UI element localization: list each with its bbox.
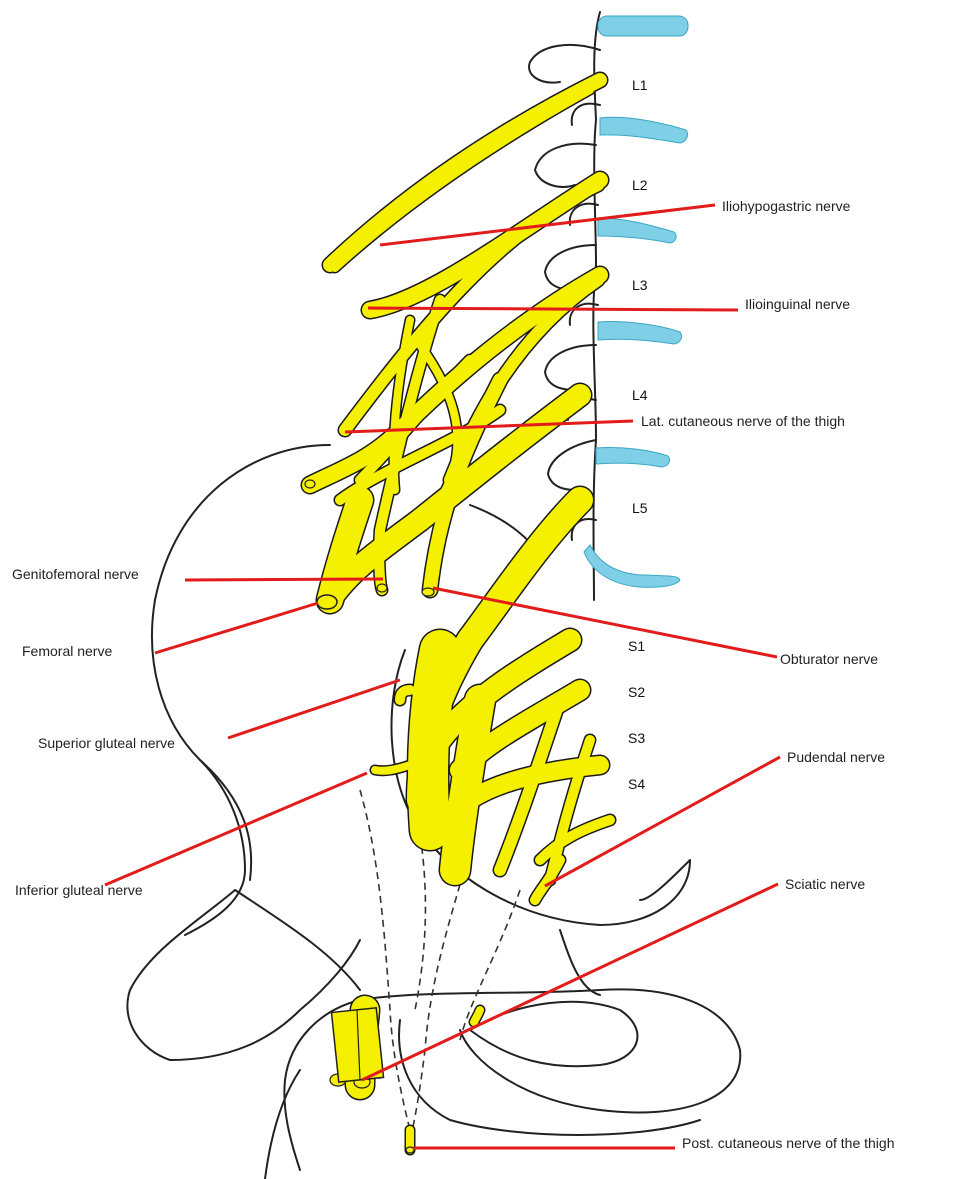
obturator-nerve-end [422, 588, 434, 596]
segment-label-s3: S3 [628, 730, 645, 746]
nerve-sacral-trunk [428, 650, 440, 830]
segment-label-l5: L5 [632, 500, 648, 516]
disc-t12-l1 [598, 16, 688, 36]
segment-label-l3: L3 [632, 277, 648, 293]
nerve-pudendal-lower [474, 1010, 480, 1022]
leader-superior-gluteal [228, 680, 400, 738]
disc-l3-l4 [598, 322, 682, 344]
segment-label-s1: S1 [628, 638, 645, 654]
label-pudendal: Pudendal nerve [787, 749, 885, 765]
segment-labels: L1 L2 L3 L4 L5 S1 S2 S3 S4 [628, 77, 648, 792]
segment-label-s2: S2 [628, 684, 645, 700]
segment-label-l2: L2 [632, 177, 648, 193]
lat-cutaneous-nerve-end [305, 480, 315, 488]
disc-l5-s1 [584, 545, 680, 587]
disc-l4-l5 [596, 447, 670, 467]
segment-label-l4: L4 [632, 387, 648, 403]
femoral-nerve-end [317, 595, 337, 609]
leader-sciatic [362, 884, 778, 1080]
segment-label-s4: S4 [628, 776, 645, 792]
label-superior-gluteal: Superior gluteal nerve [38, 735, 175, 751]
label-sciatic: Sciatic nerve [785, 876, 865, 892]
label-inferior-gluteal: Inferior gluteal nerve [15, 882, 143, 898]
label-femoral: Femoral nerve [22, 643, 112, 659]
leader-inferior-gluteal [105, 773, 367, 885]
leader-femoral [155, 603, 318, 653]
segment-label-l1: L1 [632, 77, 648, 93]
disc-l1-l2 [600, 117, 688, 143]
post-cutaneous-nerve-end [406, 1147, 414, 1153]
label-post-cutaneous: Post. cutaneous nerve of the thigh [682, 1135, 894, 1151]
nerve-superior-gluteal [400, 690, 410, 700]
label-genitofemoral: Genitofemoral nerve [12, 566, 139, 582]
label-lat-cutaneous: Lat. cutaneous nerve of the thigh [641, 413, 845, 429]
disc-l2-l3 [598, 218, 676, 243]
label-ilioinguinal: Ilioinguinal nerve [745, 296, 850, 312]
genitofemoral-nerve-end [377, 584, 387, 592]
leader-ilioinguinal [368, 308, 738, 310]
nerve-l1-branch-outline [335, 90, 590, 268]
leader-genitofemoral [185, 579, 383, 580]
label-obturator: Obturator nerve [780, 651, 878, 667]
label-iliohypogastric: Iliohypogastric nerve [722, 198, 851, 214]
